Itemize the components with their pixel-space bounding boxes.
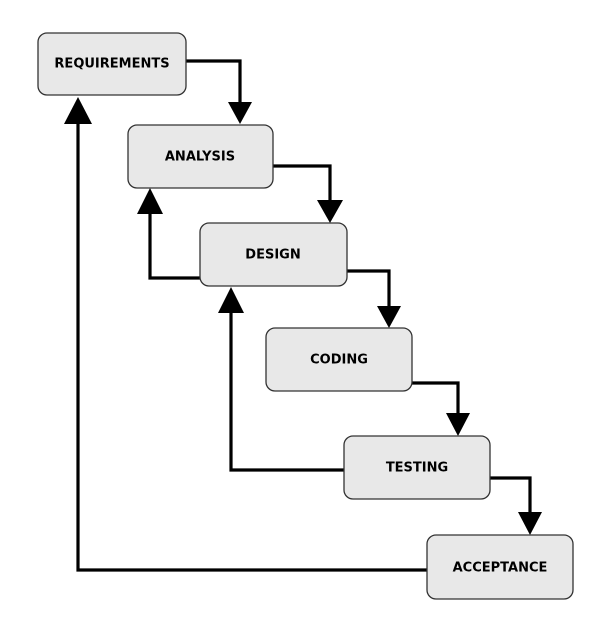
feedback-arrowhead-analysis — [137, 188, 163, 214]
stage-box-testing — [343, 435, 491, 500]
forward-arrow-requirements-to-analysis — [186, 59, 242, 105]
forward-arrowhead-testing — [446, 413, 470, 436]
stage-box-requirements — [37, 32, 187, 96]
feedback-arrowhead-requirements — [64, 97, 92, 124]
stage-label-coding: CODING — [310, 353, 368, 368]
feedback-arrow-design-to-analysis — [148, 210, 203, 280]
forward-arrowhead-design — [317, 200, 343, 223]
stage-analysis: ANALYSIS — [127, 124, 274, 189]
stage-label-analysis: ANALYSIS — [165, 150, 235, 165]
forward-arrow-analysis-to-design — [273, 164, 332, 203]
stage-coding: CODING — [265, 327, 413, 392]
stage-acceptance: ACCEPTANCE — [426, 534, 574, 600]
forward-arrowhead-acceptance — [518, 512, 542, 535]
stage-label-testing: TESTING — [386, 461, 448, 476]
forward-arrow-coding-to-testing — [412, 381, 460, 416]
stage-box-coding — [265, 327, 413, 392]
stage-requirements: REQUIREMENTS — [37, 32, 187, 96]
stage-testing: TESTING — [343, 435, 491, 500]
feedback-arrow-acceptance-to-requirements — [76, 118, 427, 572]
forward-arrows — [186, 59, 542, 535]
feedback-arrows — [64, 97, 427, 572]
forward-arrowhead-analysis — [228, 102, 252, 124]
stage-box-analysis — [127, 124, 274, 189]
stage-box-acceptance — [426, 534, 574, 600]
forward-arrow-testing-to-acceptance — [490, 476, 532, 515]
stage-design: DESIGN — [199, 222, 348, 287]
stage-label-acceptance: ACCEPTANCE — [453, 561, 548, 576]
stage-label-requirements: REQUIREMENTS — [54, 57, 169, 72]
stage-box-design — [199, 222, 348, 287]
stage-label-design: DESIGN — [245, 248, 300, 263]
feedback-arrow-testing-to-design — [229, 308, 344, 472]
forward-arrow-design-to-coding — [347, 269, 391, 309]
feedback-arrowhead-design — [218, 287, 244, 313]
forward-arrowhead-coding — [377, 306, 401, 328]
